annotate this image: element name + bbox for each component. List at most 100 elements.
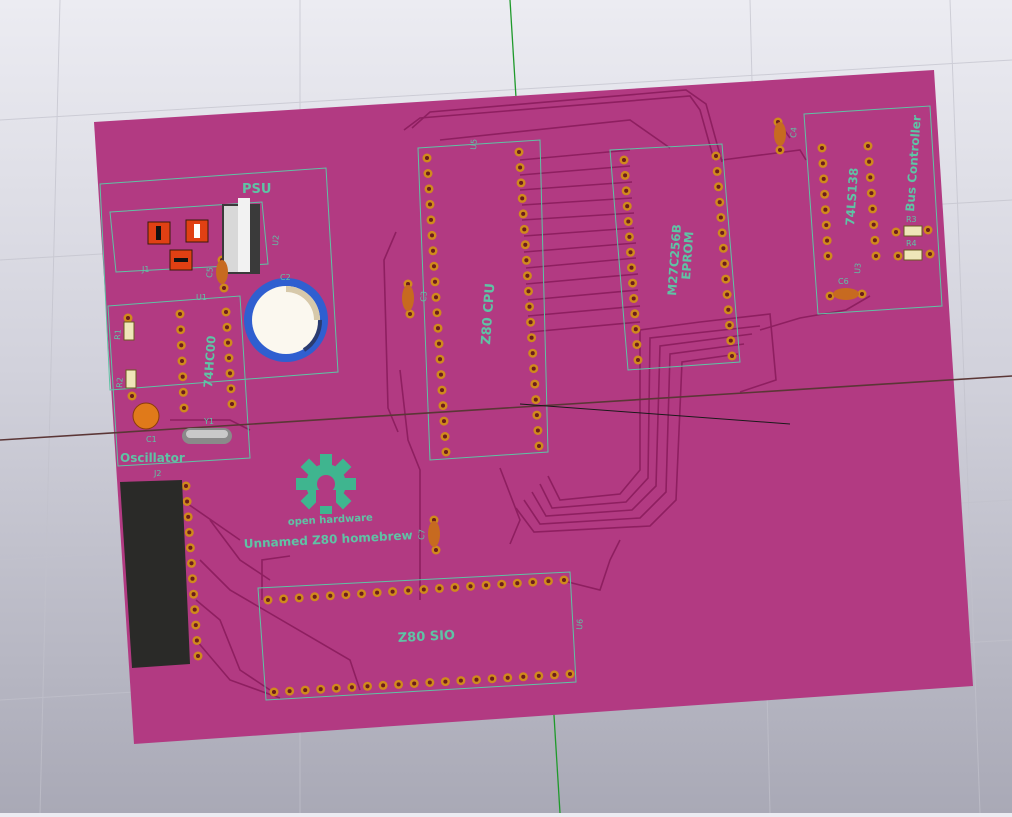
sio-pad-hole [281, 596, 286, 601]
c3-pad-hole [407, 311, 413, 317]
cpu-pad-hole [441, 419, 447, 424]
decoder-pad-hole [867, 159, 872, 164]
cpu-pad-hole [527, 304, 532, 309]
cpu-pad-hole [434, 310, 440, 315]
sio-pad-hole [343, 592, 348, 597]
inverter-pad-hole [179, 358, 185, 364]
decoder-pad-hole [821, 176, 826, 181]
j2-pad-hole [193, 623, 198, 628]
cpu-pad-hole [430, 248, 436, 253]
ref-c3: C3 [419, 291, 429, 302]
inverter-pad-hole [223, 309, 229, 315]
ref-c5: C5 [205, 267, 215, 278]
eprom-pad-hole [630, 281, 635, 286]
ref-j1: J1 [141, 265, 149, 274]
c7-pad-hole [433, 547, 439, 553]
cpu-pad-hole [534, 413, 539, 418]
label-psu: PSU [242, 182, 271, 197]
sio-pad-hole [412, 681, 417, 686]
ref-r4: R4 [906, 239, 917, 248]
cpu-pad-hole [437, 357, 443, 362]
sio-pad-hole [521, 674, 526, 679]
label-cpu: Z80 CPU [479, 283, 498, 346]
eprom-pad-hole [628, 250, 633, 255]
cpu-pad-hole [435, 326, 441, 331]
resistor-r3 [903, 225, 923, 237]
decoder-pad-hole [873, 253, 879, 259]
j2-pad-hole [187, 530, 192, 535]
sio-pad-hole [468, 584, 473, 589]
cpu-pad-hole [426, 186, 432, 191]
c4-pad-hole [777, 147, 783, 153]
ref-c2: C2 [280, 273, 291, 282]
cpu-pad-hole [526, 289, 531, 294]
cpu-pad-hole [432, 279, 438, 284]
cpu-pad-hole [425, 171, 431, 176]
inverter-pad-hole [224, 325, 230, 330]
sio-pad-hole [312, 594, 317, 599]
pad-field [123, 117, 935, 697]
capacitor-c1 [132, 402, 160, 430]
sio-pad-hole [546, 579, 551, 584]
label-oscillator: Oscillator [120, 451, 185, 465]
c6-pad-hole [859, 291, 865, 297]
ref-u6: U6 [575, 619, 585, 631]
ref-c4: C4 [789, 127, 799, 138]
eprom-pad-hole [624, 188, 629, 193]
cpu-pad-hole [521, 211, 526, 216]
cpu-pad-hole [530, 351, 535, 356]
sio-pad-hole [318, 687, 323, 692]
resistor-r1 [123, 321, 135, 341]
ref-u5: U5 [469, 139, 479, 151]
j2-pad-hole [188, 545, 193, 550]
ref-r2: R2 [115, 377, 125, 388]
eprom-pad-hole [725, 292, 730, 297]
inverter-pad-hole [229, 401, 235, 407]
sio-pad-hole [334, 686, 339, 691]
eprom-pad-hole [632, 311, 637, 316]
eprom-pad-hole [623, 173, 628, 178]
cpu-pad-hole [525, 273, 530, 278]
c6-pad-hole [827, 293, 833, 299]
sio-pad-hole [396, 682, 401, 687]
cpu-pad-hole [524, 258, 529, 263]
cpu-pad-hole [424, 155, 430, 161]
eprom-pad-hole [715, 169, 720, 174]
inverter-pad-hole [225, 340, 231, 345]
j2-pad-hole [194, 638, 199, 643]
ref-c1: C1 [146, 435, 157, 444]
sio-pad-hole [287, 689, 292, 694]
j2-pad-hole [192, 607, 197, 612]
sio-pad-hole [359, 591, 364, 596]
eprom-pad-hole [726, 307, 731, 312]
sio-pad-hole [265, 597, 271, 603]
decoder-pad-hole [820, 161, 825, 166]
decoder-pad-hole [868, 175, 873, 180]
r4-pad-hole [927, 251, 933, 257]
decoder-pad-hole [819, 145, 825, 151]
sio-pad-hole [271, 689, 277, 695]
eprom-pad-hole [621, 157, 627, 163]
cpu-pad-hole [429, 233, 435, 238]
decoder-pad-hole [822, 192, 827, 197]
cpu-pad-hole [528, 320, 533, 325]
cpu-pad-hole [519, 180, 524, 185]
eprom-pad-hole [721, 246, 726, 251]
cpu-pad-hole [529, 335, 534, 340]
decoder-pad-hole [865, 143, 871, 149]
sio-pad-hole [421, 587, 426, 592]
eprom-pad-hole [717, 200, 722, 205]
decoder-pad-hole [872, 238, 877, 243]
r-pad-hole [125, 315, 131, 321]
ref-y1: Y1 [203, 417, 214, 426]
psu-jack-j1 [147, 219, 209, 271]
cpu-pad-hole [438, 372, 444, 377]
sio-pad-hole [297, 595, 302, 600]
sio-pad-hole [505, 675, 510, 680]
ref-j2: J2 [153, 469, 161, 478]
j2-pad-hole [190, 576, 195, 581]
cpu-pad-hole [532, 382, 537, 387]
inverter-pad-hole [181, 405, 187, 411]
ref-u2: U2 [271, 235, 281, 247]
